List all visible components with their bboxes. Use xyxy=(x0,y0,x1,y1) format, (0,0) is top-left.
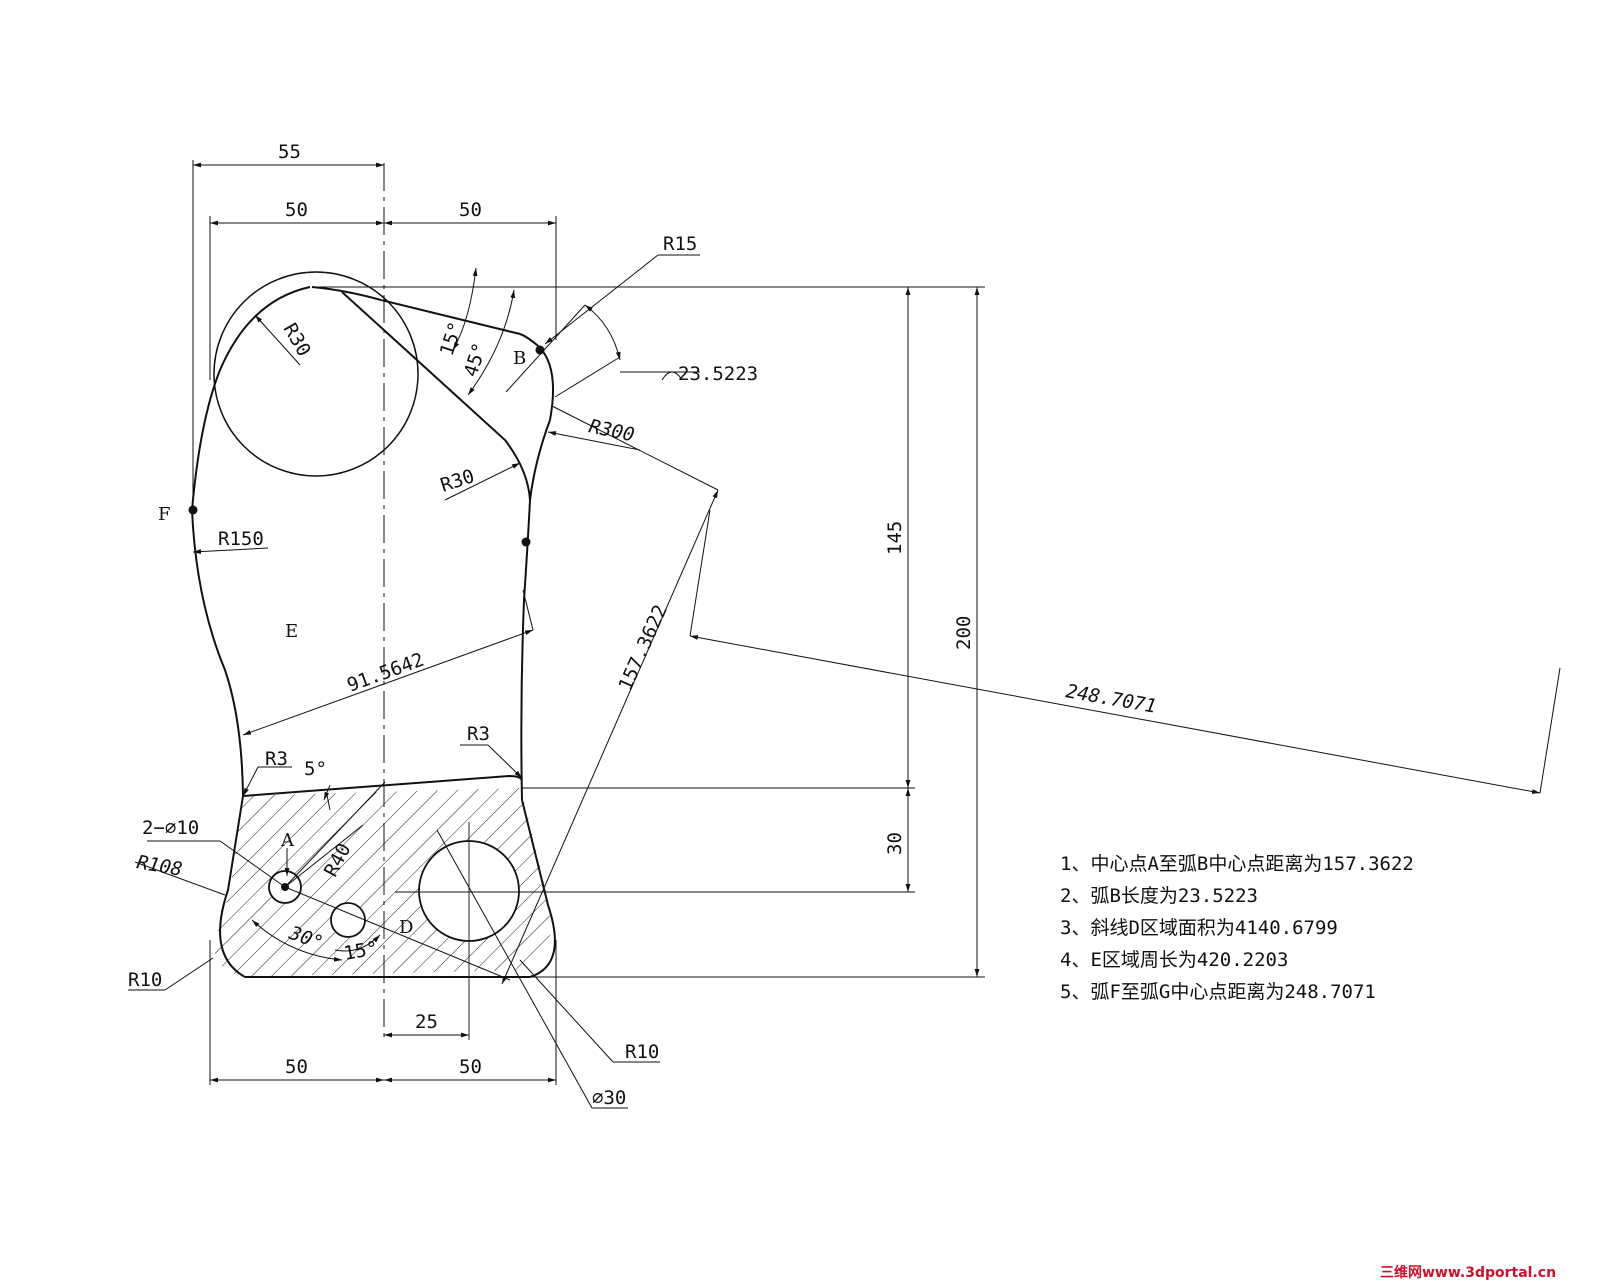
dim-200: 200 xyxy=(953,616,975,650)
radius-r10-right: R10 xyxy=(625,1041,659,1063)
arc-length-23-5223: 23.5223 xyxy=(678,363,758,385)
note-item: 4、E区域周长为420.2203 xyxy=(1060,949,1289,971)
dimension-lines xyxy=(128,160,1561,1109)
angle-45: 45° xyxy=(460,340,492,379)
dim-50-top-right: 50 xyxy=(459,199,482,221)
dim-157-3622: 157.3622 xyxy=(614,601,671,694)
radius-r10-left: R10 xyxy=(128,969,162,991)
dim-55: 55 xyxy=(278,141,301,163)
note-item: 1、中心点A至弧B中心点距离为157.3622 xyxy=(1060,853,1414,875)
radius-r30-top: R30 xyxy=(279,320,315,361)
upper-arc-circle xyxy=(213,271,419,477)
holes-2x10: 2−⌀10 xyxy=(142,817,199,839)
point-g-dot xyxy=(521,537,531,547)
dim-25: 25 xyxy=(415,1011,438,1033)
point-b-dot xyxy=(535,345,545,355)
radius-r30-mid: R30 xyxy=(438,465,477,497)
notes-list: 1、中心点A至弧B中心点距离为157.3622 2、弧B长度为23.5223 3… xyxy=(1060,848,1414,1008)
dim-91-5642: 91.5642 xyxy=(344,649,427,697)
angle-5: 5° xyxy=(304,758,327,780)
label-d: D xyxy=(399,917,413,938)
note-item: 3、斜线D区域面积为4140.6799 xyxy=(1060,917,1338,939)
point-f-dot xyxy=(188,505,198,515)
hole-diameter-30: ⌀30 xyxy=(592,1087,626,1109)
radius-r150: R150 xyxy=(218,528,264,550)
label-a: A xyxy=(280,830,295,851)
dim-50-bottom-right: 50 xyxy=(459,1056,482,1078)
watermark: 三维网www.3dportal.cn xyxy=(1380,1265,1557,1281)
dim-50-top-left: 50 xyxy=(285,199,308,221)
radius-r300: R300 xyxy=(587,415,636,446)
label-f: F xyxy=(158,504,171,525)
label-e: E xyxy=(285,621,298,642)
dim-248-7071: 248.7071 xyxy=(1064,680,1158,718)
arc-length-symbol xyxy=(661,371,683,381)
dim-145: 145 xyxy=(884,521,906,555)
label-b: B xyxy=(513,348,526,369)
radius-r3-left: R3 xyxy=(265,748,288,770)
dim-30: 30 xyxy=(884,832,906,855)
dim-50-bottom-left: 50 xyxy=(285,1056,308,1078)
note-item: 2、弧B长度为23.5223 xyxy=(1060,885,1258,907)
radius-r3-right: R3 xyxy=(467,723,490,745)
angle-15-top: 15° xyxy=(436,319,468,358)
note-item: 5、弧F至弧G中心点距离为248.7071 xyxy=(1060,981,1376,1003)
radius-r108: R108 xyxy=(135,851,184,881)
radius-r15: R15 xyxy=(663,233,697,255)
